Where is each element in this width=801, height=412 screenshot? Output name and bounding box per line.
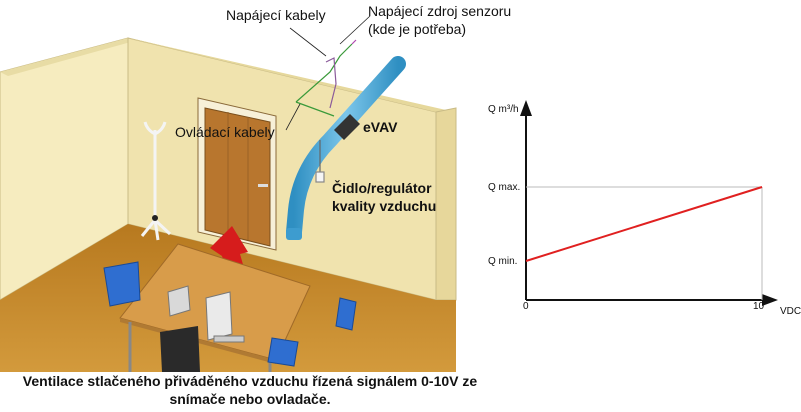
chair-right — [267, 337, 299, 367]
label-sensor-power-line2: (kde je potřeba) — [368, 21, 467, 37]
x-tick-10: 10 — [753, 301, 765, 312]
label-control-cables: Ovládací kabely — [175, 124, 275, 140]
label-sensor-power-line1: Napájecí zdroj senzoru — [368, 3, 512, 19]
y-axis-arrow — [520, 100, 532, 116]
series-line — [525, 186, 763, 262]
chart: Q m³/h VDC Q max. Q min. 0 10 — [488, 100, 801, 317]
label-power-cables: Napájecí kabely — [226, 7, 326, 23]
caption: Ventilace stlačeného přiváděného vzduchu… — [0, 372, 500, 408]
chair-back — [335, 297, 357, 331]
chair-left — [103, 261, 141, 307]
cables — [295, 39, 357, 183]
computers — [160, 285, 245, 372]
right-wall-edge — [435, 107, 457, 301]
ventilation-duct — [286, 56, 406, 240]
x-axis-arrow — [762, 294, 778, 306]
label-sensor-line1: Čidlo/regulátor — [332, 180, 432, 196]
airflow-arrow — [210, 226, 248, 270]
x-tick-0: 0 — [523, 301, 529, 312]
x-axis-label: VDC — [780, 306, 801, 317]
y-axis-label: Q m³/h — [488, 104, 519, 115]
y-tick-qmax: Q max. — [488, 182, 520, 193]
label-evav: eVAV — [363, 119, 398, 135]
left-wall-top — [0, 38, 138, 76]
caption-line1: Ventilace stlačeného přiváděného vzduchu… — [22, 373, 478, 389]
y-tick-qmin: Q min. — [488, 256, 517, 267]
coat-rack — [140, 121, 172, 241]
caption-line2: snímače nebo ovladače. — [169, 391, 331, 407]
door — [197, 97, 277, 251]
label-sensor-line2: kvality vzduchu — [332, 198, 437, 214]
